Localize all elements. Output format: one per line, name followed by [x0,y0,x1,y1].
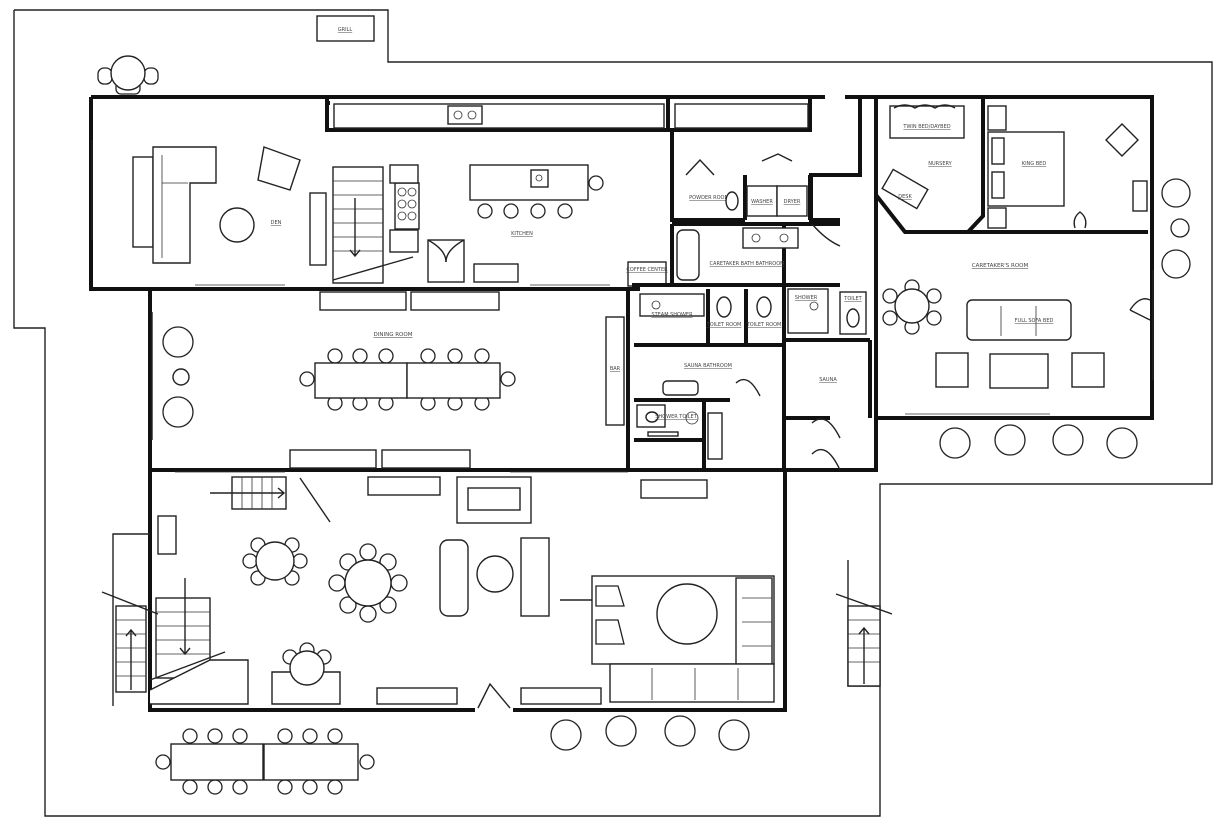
svg-text:DRYER: DRYER [784,199,801,205]
svg-text:SHOWER: SHOWER [795,295,818,301]
nursery-room: TWIN BED/DAYBED NURSERY DESK [874,97,1148,234]
svg-text:STEAM SHOWER: STEAM SHOWER [651,312,693,318]
great-room [149,476,775,709]
svg-text:WASHER: WASHER [751,199,773,205]
svg-text:FULL SOFA BED: FULL SOFA BED [1015,318,1054,324]
sink-icon [751,233,761,243]
svg-text:SHOWER TOILET: SHOWER TOILET [655,414,697,420]
sauna-block: STEAM SHOWER TOILET ROOM TOILET ROOM SAU… [634,285,872,499]
left-stair-treads [156,611,210,655]
stair-treads [333,180,383,252]
outdoor-dining-bottom [155,728,375,795]
svg-text:DEN: DEN [271,220,282,226]
svg-text:GRILL: GRILL [338,27,353,33]
svg-text:NURSERY: NURSERY [928,161,952,167]
toilet-icon [725,191,739,211]
king-bedroom: KING BED [987,105,1148,229]
exterior-stair-right [835,560,893,687]
range-icon [394,182,420,230]
svg-text:CARETAKER BATH BATHROOM: CARETAKER BATH BATHROOM [710,261,785,267]
outdoor-chairs-right [1161,178,1191,279]
svg-text:SAUNA: SAUNA [819,377,837,383]
caretaker-dining-table [882,279,942,335]
kitchen-room: KITCHEN COFFEE CENTER [332,103,809,287]
exterior-walls [89,95,1154,712]
svg-text:TOILET: TOILET [843,296,862,302]
svg-text:BAR: BAR [610,366,621,372]
grill: GRILL [316,15,375,42]
dining-chairs [299,348,516,411]
exterior-stair-left [101,533,159,706]
great-room-table-b [328,543,408,623]
svg-text:SAUNA BATHROOM: SAUNA BATHROOM [684,363,732,369]
tub-icon [676,229,700,281]
outdoor-dining-chairs [155,728,375,795]
great-room-table-a [242,537,308,586]
dining-room: DINING ROOM BAR [151,291,625,469]
svg-text:KITCHEN: KITCHEN [511,231,533,237]
window-marks [175,270,1154,473]
svg-text:TWIN BED/DAYBED: TWIN BED/DAYBED [902,124,950,130]
svg-text:DESK: DESK [898,194,912,200]
svg-text:TOILET ROOM: TOILET ROOM [746,322,782,328]
outdoor-chairs-caretaker [939,424,1138,459]
svg-text:POWDER ROOM: POWDER ROOM [689,195,729,201]
island-stools [477,175,604,219]
great-room-armchair-table [271,642,341,705]
property-line [13,9,1213,817]
svg-text:COFFEE CENTER: COFFEE CENTER [626,267,668,273]
service-block: POWDER ROOM WASHER DRYER CARETAKER BATH … [632,130,841,287]
outdoor-chairs-bottom [550,715,750,751]
patio-table-topleft [97,55,159,95]
caretaker-room: CARETAKER'S ROOM FULL SOFA BED [882,263,1151,389]
den-room: DEN [91,140,327,266]
svg-text:CARETAKER'S ROOM: CARETAKER'S ROOM [972,263,1029,269]
svg-text:TOILET ROOM: TOILET ROOM [706,322,742,328]
svg-text:KING BED: KING BED [1022,161,1047,167]
svg-text:DINING ROOM: DINING ROOM [374,332,413,338]
